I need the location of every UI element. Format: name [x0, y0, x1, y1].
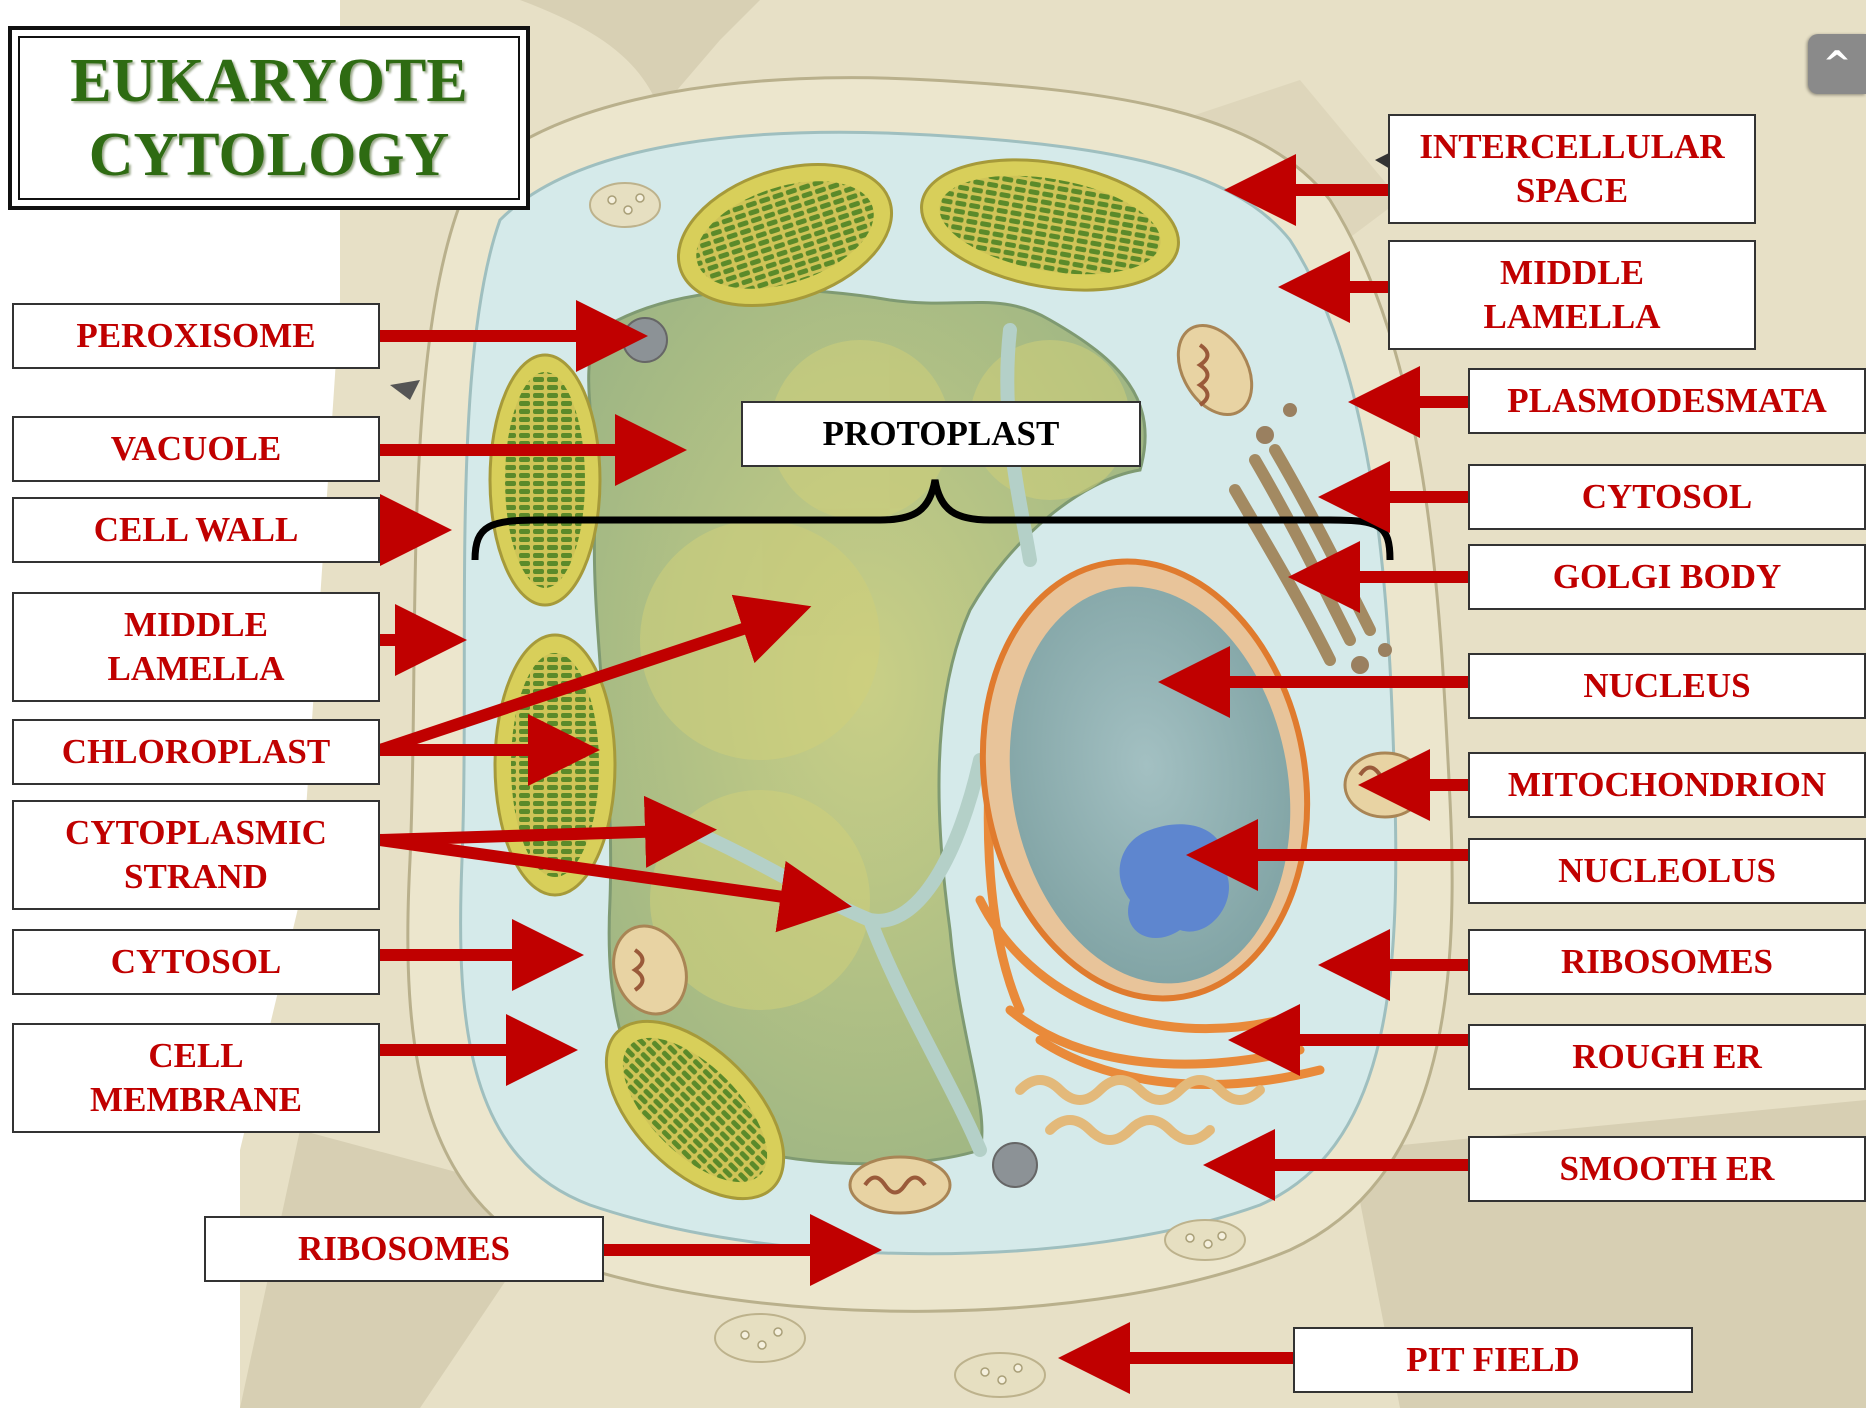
label-cytosol-left: CYTOSOL [12, 929, 380, 995]
label-rough-er: ROUGH ER [1468, 1024, 1866, 1090]
label-middle-lamella-left: MIDDLE LAMELLA [12, 592, 380, 702]
label-middle-lamella-right: MIDDLE LAMELLA [1388, 240, 1756, 350]
page-title: EUKARYOTE CYTOLOGY [18, 36, 520, 200]
label-ribosomes-left: RIBOSOMES [204, 1216, 604, 1282]
label-chloroplast: CHLOROPLAST [12, 719, 380, 785]
scroll-up-button[interactable]: ^ [1808, 34, 1866, 94]
label-ribosomes-right: RIBOSOMES [1468, 929, 1866, 995]
label-pit-field: PIT FIELD [1293, 1327, 1693, 1393]
peroxisome-2 [993, 1143, 1037, 1187]
label-vacuole: VACUOLE [12, 416, 380, 482]
label-cytosol-right: CYTOSOL [1468, 464, 1866, 530]
label-smooth-er: SMOOTH ER [1468, 1136, 1866, 1202]
label-plasmodesmata: PLASMODESMATA [1468, 368, 1866, 434]
nucleolus [1120, 824, 1229, 938]
label-nucleolus: NUCLEOLUS [1468, 838, 1866, 904]
label-cell-membrane: CELL MEMBRANE [12, 1023, 380, 1133]
label-mitochondrion: MITOCHONDRION [1468, 752, 1866, 818]
title-box: EUKARYOTE CYTOLOGY [8, 26, 530, 210]
label-nucleus: NUCLEUS [1468, 653, 1866, 719]
label-cell-wall: CELL WALL [12, 497, 380, 563]
label-cytoplasmic-strand: CYTOPLASMIC STRAND [12, 800, 380, 910]
label-protoplast: PROTOPLAST [741, 401, 1141, 467]
label-golgi-body: GOLGI BODY [1468, 544, 1866, 610]
label-peroxisome: PEROXISOME [12, 303, 380, 369]
label-intercellular-space: INTERCELLULAR SPACE [1388, 114, 1756, 224]
